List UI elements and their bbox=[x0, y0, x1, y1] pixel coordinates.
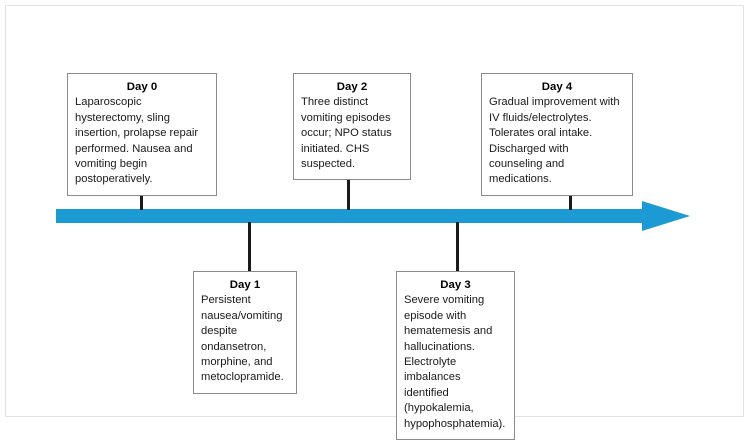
event-title-day-1: Day 1 bbox=[229, 279, 261, 291]
event-text-day-0: Laparoscopic hysterectomy, sling inserti… bbox=[75, 96, 199, 186]
event-title-day-2: Day 2 bbox=[336, 81, 368, 93]
event-title-day-0: Day 0 bbox=[126, 81, 158, 93]
timeline-axis bbox=[56, 201, 690, 231]
event-title-day-3: Day 3 bbox=[440, 279, 471, 291]
tick-day-1 bbox=[248, 222, 251, 271]
event-text-day-3: Severe vomiting episode with hematemesis… bbox=[404, 294, 506, 430]
event-box-day-1: Day 1 Persistent nausea/vomiting despite… bbox=[193, 271, 297, 394]
timeline-figure: Day 0 Laparoscopic hysterectomy, sling i… bbox=[5, 5, 744, 440]
tick-day-2 bbox=[347, 171, 350, 210]
timeline-arrowhead-icon bbox=[642, 201, 690, 231]
event-box-day-4: Day 4 Gradual improvement with IV fluids… bbox=[481, 73, 633, 196]
event-text-day-1: Persistent nausea/vomiting despite ondan… bbox=[201, 294, 284, 384]
event-text-day-4: Gradual improvement with IV fluids/elect… bbox=[489, 96, 620, 186]
event-text-day-2: Three distinct vomiting episodes occur; … bbox=[301, 96, 392, 171]
figure-frame: Day 0 Laparoscopic hysterectomy, sling i… bbox=[5, 5, 744, 440]
event-box-day-3: Day 3 Severe vomiting episode with hemat… bbox=[396, 271, 515, 440]
event-title-day-4: Day 4 bbox=[541, 81, 573, 93]
event-box-day-2: Day 2 Three distinct vomiting episodes o… bbox=[293, 73, 411, 181]
tick-day-3 bbox=[456, 222, 459, 271]
event-box-day-0: Day 0 Laparoscopic hysterectomy, sling i… bbox=[67, 73, 217, 196]
timeline-axis-bar bbox=[56, 209, 646, 223]
